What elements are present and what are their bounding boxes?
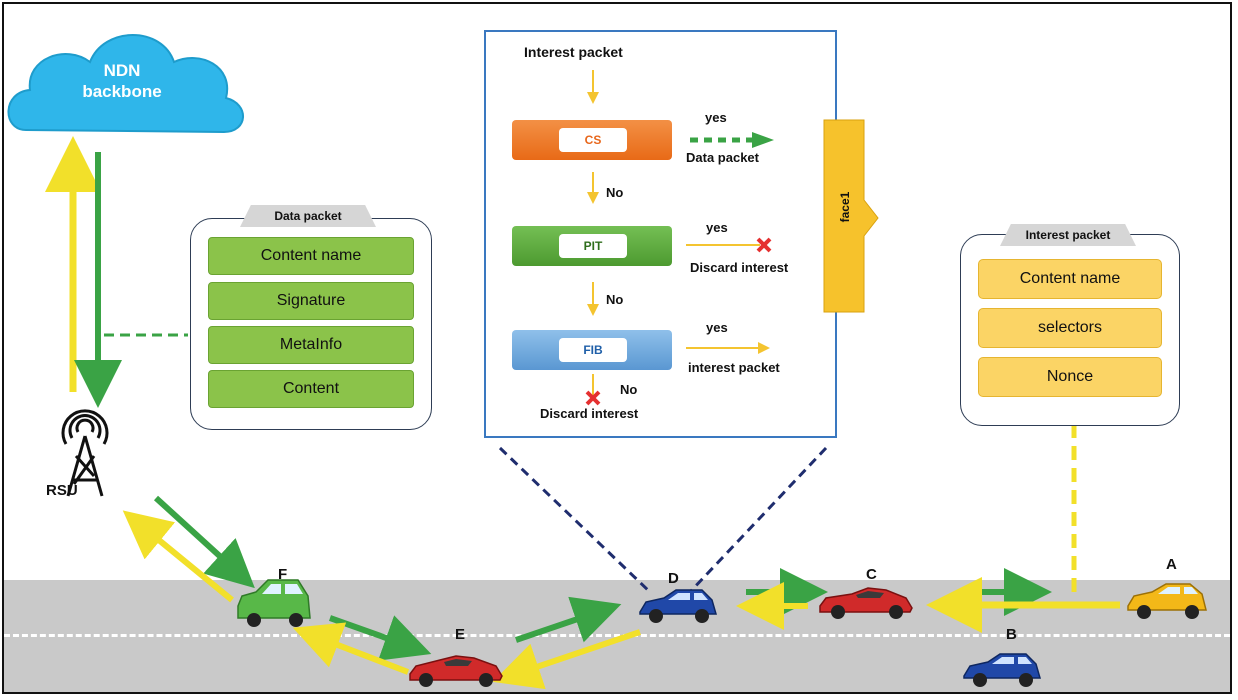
interest-field-selectors: selectors [978,308,1162,348]
vehicle-a-label: A [1166,556,1177,573]
e-to-d-data-arrow [515,596,622,643]
data-field-signature: Signature [208,282,414,320]
d-to-e-interest-arrow [492,629,641,690]
pit-yes-result: Discard interest [690,260,789,275]
ndn-backbone-label: NDN backbone [72,60,172,102]
rsu-label: RSU [46,482,78,499]
interest-field-content-name: Content name [978,259,1162,299]
interest-packet-tab: Interest packet [1000,224,1136,246]
vehicle-c-label: C [866,566,877,583]
vehicle-f-label: F [278,566,288,583]
fib-yes-result: interest packet [688,360,780,375]
flow-zoom-line-right [688,446,828,594]
rsu-tower-icon [61,409,109,497]
vehicle-a-car-icon [1127,583,1207,619]
e-to-f-interest-arrow [292,622,410,675]
fib-yes-label: yes [706,320,728,335]
cs-yes-label: yes [705,110,727,125]
vehicle-c-car-icon [819,587,913,619]
cs-bar: CS [512,120,672,160]
f-to-rsu-interest-arrow [122,510,234,603]
vehicle-d-label: D [668,570,679,587]
cs-label: CS [559,128,627,152]
rsu-to-f-data-arrow [153,495,255,589]
vehicle-e-label: E [455,626,466,643]
cs-no-label: No [606,185,624,200]
fib-no-result: Discard interest [540,406,639,421]
pit-bar: PIT [512,226,672,266]
data-packet-tab: Data packet [240,205,376,227]
pit-no-label: No [606,292,624,307]
backbone-label-line1: NDN [103,61,141,80]
flow-title: Interest packet [524,44,623,60]
cs-yes-result: Data packet [686,150,759,165]
backbone-label-line2: backbone [82,82,162,101]
pit-yes-label: yes [706,220,728,235]
vehicle-b-car-icon [963,653,1041,687]
fib-bar: FIB [512,330,672,370]
ndn-backbone-cloud [7,34,244,134]
pit-label: PIT [559,234,627,258]
face1-label: face1 [838,191,852,223]
vehicle-f-car-icon [237,579,311,627]
data-field-content: Content [208,370,414,408]
fib-no-label: No [620,382,638,397]
vehicle-b-label: B [1006,626,1017,643]
vehicle-d-car-icon [639,589,717,623]
data-field-content-name: Content name [208,237,414,275]
fib-label: FIB [559,338,627,362]
flow-zoom-line-left [498,446,652,594]
interest-field-nonce: Nonce [978,357,1162,397]
vehicle-e-car-icon [409,655,503,687]
data-field-metainfo: MetaInfo [208,326,414,364]
